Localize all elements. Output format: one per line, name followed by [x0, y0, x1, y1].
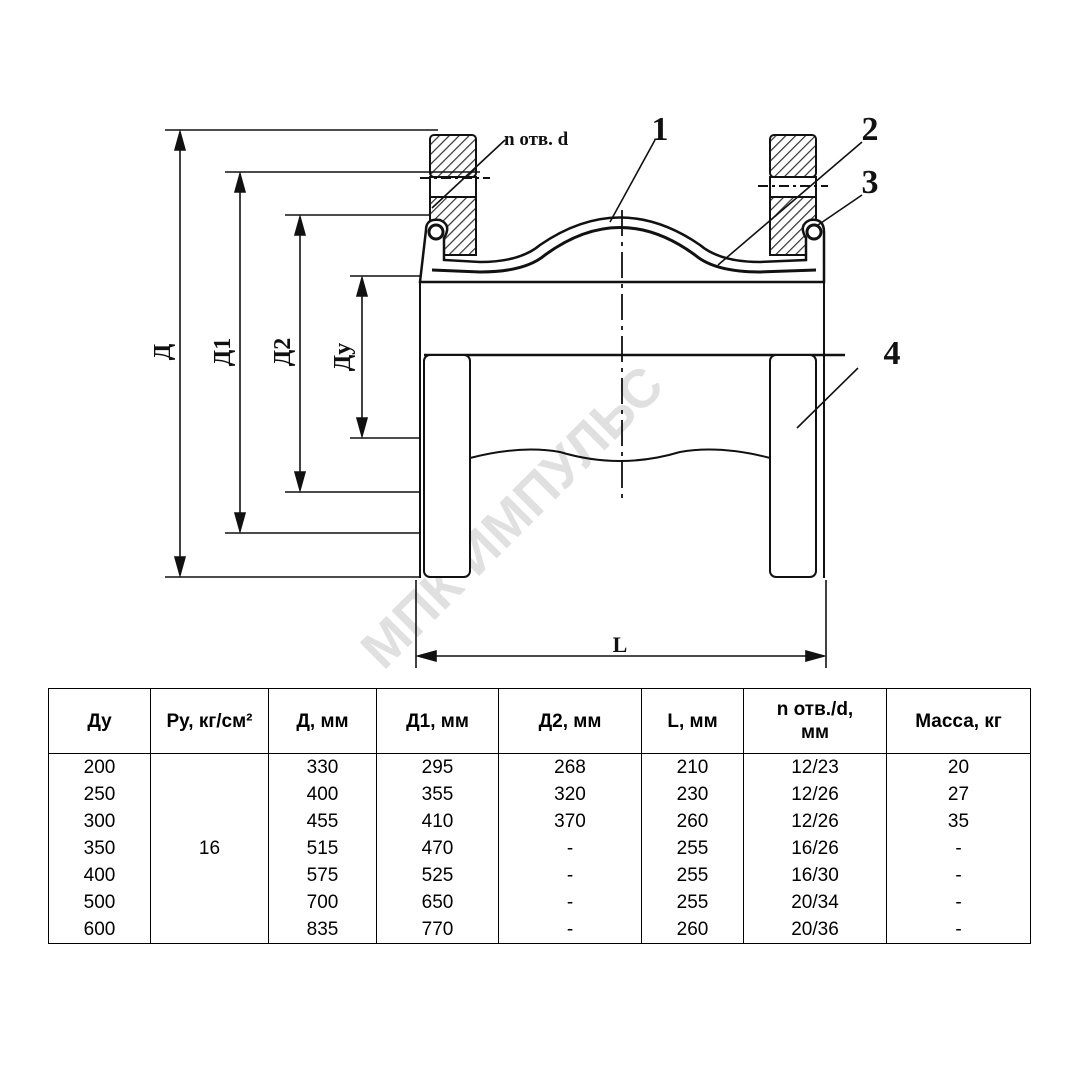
callout-2: 2	[862, 111, 879, 148]
cell-mass: -	[886, 889, 1031, 916]
cell-mass: 20	[886, 753, 1031, 781]
dimension-Dy	[350, 275, 420, 439]
label-holes: n отв. d	[504, 129, 569, 150]
cell-ru: 16	[150, 753, 269, 944]
header-l: L, мм	[641, 688, 744, 754]
cell-d2: 370	[498, 808, 642, 835]
cell-holes: 20/34	[743, 889, 887, 916]
left-flange-section	[420, 134, 490, 256]
cell-d: 835	[268, 916, 377, 944]
label-D: Д	[150, 343, 176, 360]
header-d2: Д2, мм	[498, 688, 642, 754]
callout-4: 4	[884, 335, 901, 372]
cell-du: 300	[48, 808, 151, 835]
cell-holes: 12/26	[743, 781, 887, 808]
cell-holes: 16/26	[743, 835, 887, 862]
cell-mass: -	[886, 916, 1031, 944]
leader-holes	[431, 139, 506, 209]
dimension-D	[165, 129, 438, 578]
compensator-drawing: МПК ИМПУЛЬС	[150, 111, 901, 680]
cell-du: 500	[48, 889, 151, 916]
header-d1: Д1, мм	[376, 688, 499, 754]
cell-d2: -	[498, 889, 642, 916]
spec-table: Ду Ру, кг/см² Д, мм Д1, мм Д2, мм L, мм …	[48, 688, 1031, 944]
cell-l: 255	[641, 862, 744, 889]
cell-d: 575	[268, 862, 377, 889]
dimension-L	[415, 580, 827, 668]
cell-holes: 12/23	[743, 753, 887, 781]
dimension-D1	[225, 171, 480, 534]
callout-1: 1	[652, 111, 669, 148]
leader-3	[817, 194, 863, 226]
cell-holes: 12/26	[743, 808, 887, 835]
cell-d2: 268	[498, 753, 642, 781]
label-Dy: Ду	[330, 343, 356, 372]
flange-outer-view	[419, 282, 845, 578]
leader-4	[796, 367, 859, 429]
cell-du: 400	[48, 862, 151, 889]
cell-mass: 27	[886, 781, 1031, 808]
cell-l: 260	[641, 808, 744, 835]
cell-du: 350	[48, 835, 151, 862]
cell-d2: 320	[498, 781, 642, 808]
header-d: Д, мм	[268, 688, 377, 754]
cell-d2: -	[498, 862, 642, 889]
cell-l: 255	[641, 889, 744, 916]
label-D2: Д2	[270, 338, 296, 367]
header-du: Ду	[48, 688, 151, 754]
label-L: L	[613, 632, 628, 657]
leader-1	[609, 139, 656, 223]
label-D1: Д1	[210, 338, 236, 367]
cell-l: 230	[641, 781, 744, 808]
cell-d1: 525	[376, 862, 499, 889]
cell-d1: 770	[376, 916, 499, 944]
cell-du: 200	[48, 753, 151, 781]
leader-2	[717, 141, 863, 266]
cell-d1: 295	[376, 753, 499, 781]
cell-d1: 470	[376, 835, 499, 862]
cell-d1: 355	[376, 781, 499, 808]
callout-3: 3	[862, 164, 879, 201]
cell-du: 600	[48, 916, 151, 944]
cell-d: 515	[268, 835, 377, 862]
cell-d2: -	[498, 835, 642, 862]
cell-l: 255	[641, 835, 744, 862]
cell-d: 700	[268, 889, 377, 916]
header-ru: Ру, кг/см²	[150, 688, 269, 754]
table-header-row: Ду Ру, кг/см² Д, мм Д1, мм Д2, мм L, мм …	[48, 688, 1031, 754]
cell-l: 260	[641, 916, 744, 944]
cell-mass: 35	[886, 808, 1031, 835]
rubber-body-section	[418, 216, 826, 284]
header-mass: Масса, кг	[886, 688, 1031, 754]
cell-d: 400	[268, 781, 377, 808]
cell-l: 210	[641, 753, 744, 781]
header-holes: n отв./d, мм	[743, 688, 887, 754]
cell-mass: -	[886, 835, 1031, 862]
cell-mass: -	[886, 862, 1031, 889]
cell-holes: 20/36	[743, 916, 887, 944]
cell-holes: 16/30	[743, 862, 887, 889]
cell-d: 330	[268, 753, 377, 781]
cell-d: 455	[268, 808, 377, 835]
cell-d2: -	[498, 916, 642, 944]
cell-d1: 410	[376, 808, 499, 835]
dimension-D2	[285, 214, 430, 493]
cell-du: 250	[48, 781, 151, 808]
cell-d1: 650	[376, 889, 499, 916]
